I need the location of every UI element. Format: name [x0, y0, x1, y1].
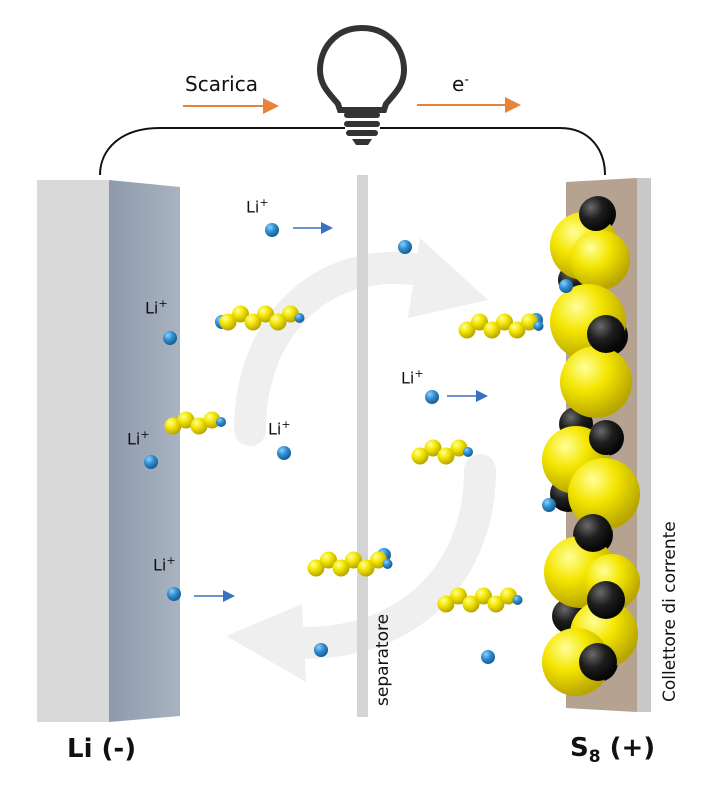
circuit-wire — [99, 127, 606, 176]
sulfur-atom — [357, 559, 375, 577]
sulfur-atom — [177, 411, 195, 429]
sulfur-atom — [424, 439, 442, 457]
lithium-anode — [37, 180, 180, 722]
sulfur-atom — [203, 411, 221, 429]
lithium-end — [533, 321, 544, 331]
light-bulb-icon — [316, 24, 408, 145]
carbon-particle — [587, 581, 625, 619]
lithium-ion — [481, 650, 495, 664]
sulfur-atom — [269, 313, 287, 331]
sulfur-atom — [219, 313, 237, 331]
sulfur-atom — [244, 313, 262, 331]
sulfur-atom — [320, 551, 337, 569]
lithium-ion — [425, 390, 439, 404]
li-ion-label: Li+ — [127, 428, 150, 449]
sulfur-atom — [462, 595, 480, 613]
ion-migration-arrows — [194, 222, 488, 602]
lithium-ion — [559, 279, 573, 293]
separator-membrane — [357, 175, 368, 717]
anode-label: Li (-) — [67, 734, 137, 764]
lithium-ion — [277, 446, 291, 460]
li-ion-label: Li+ — [246, 196, 269, 217]
sulfur-atom — [232, 305, 249, 323]
sulfur-atom — [450, 587, 467, 605]
carbon-particle — [579, 643, 617, 681]
sulfur-atom — [475, 587, 492, 605]
lithium-ion — [314, 643, 328, 657]
lithium-ion — [163, 331, 177, 345]
sulfur-atom — [345, 551, 362, 569]
lithium-end — [382, 559, 393, 569]
sulfur-atom — [307, 559, 325, 577]
sulfur-atom — [471, 313, 488, 331]
cathode-label: S8 (+) — [570, 733, 656, 768]
cycle-arrow-heads — [226, 238, 488, 682]
sulfur-carbon-cathode — [542, 196, 640, 696]
lithium-end — [216, 417, 226, 427]
carbon-particle — [574, 514, 612, 552]
sulfur-atom — [411, 447, 429, 465]
separator-label: separatore — [373, 613, 393, 706]
li-ion-label: Li+ — [401, 367, 424, 388]
polysulfide-chains — [164, 305, 544, 613]
sulfur-atom — [332, 559, 350, 577]
lithium-ion — [167, 587, 181, 601]
sulfur-atom — [257, 305, 274, 323]
sulfur-atom — [458, 321, 476, 339]
sulfur-particle — [570, 230, 630, 290]
sulfur-atom — [508, 321, 526, 339]
li-ion-label: Li+ — [153, 554, 176, 575]
sulfur-particle — [560, 346, 632, 418]
sulfur-atom — [437, 595, 455, 613]
lithium-ion — [542, 498, 556, 512]
sulfur-atom — [483, 321, 501, 339]
carbon-particle — [579, 197, 613, 231]
lithium-end — [294, 313, 305, 323]
discharge-label: Scarica — [185, 72, 258, 96]
lithium-end — [463, 447, 473, 457]
lithium-end — [512, 595, 523, 605]
lithium-ion — [265, 223, 279, 237]
sulfur-atom — [437, 447, 455, 465]
carbon-particle — [589, 421, 623, 455]
collector-label: Collettore di corrente — [660, 521, 680, 702]
sulfur-atom — [496, 313, 513, 331]
lithium-ion — [144, 455, 158, 469]
electron-label: e- — [452, 72, 470, 96]
li-ion-label: Li+ — [145, 297, 168, 318]
sulfur-atom — [190, 417, 208, 435]
carbon-particle — [587, 315, 625, 353]
lithium-ion — [398, 240, 412, 254]
li-ion-label: Li+ — [268, 418, 291, 439]
cycle-arrow-icon — [234, 252, 496, 659]
sulfur-atom — [487, 595, 505, 613]
sulfur-atom — [164, 417, 182, 435]
sulfur-particle — [568, 458, 640, 530]
